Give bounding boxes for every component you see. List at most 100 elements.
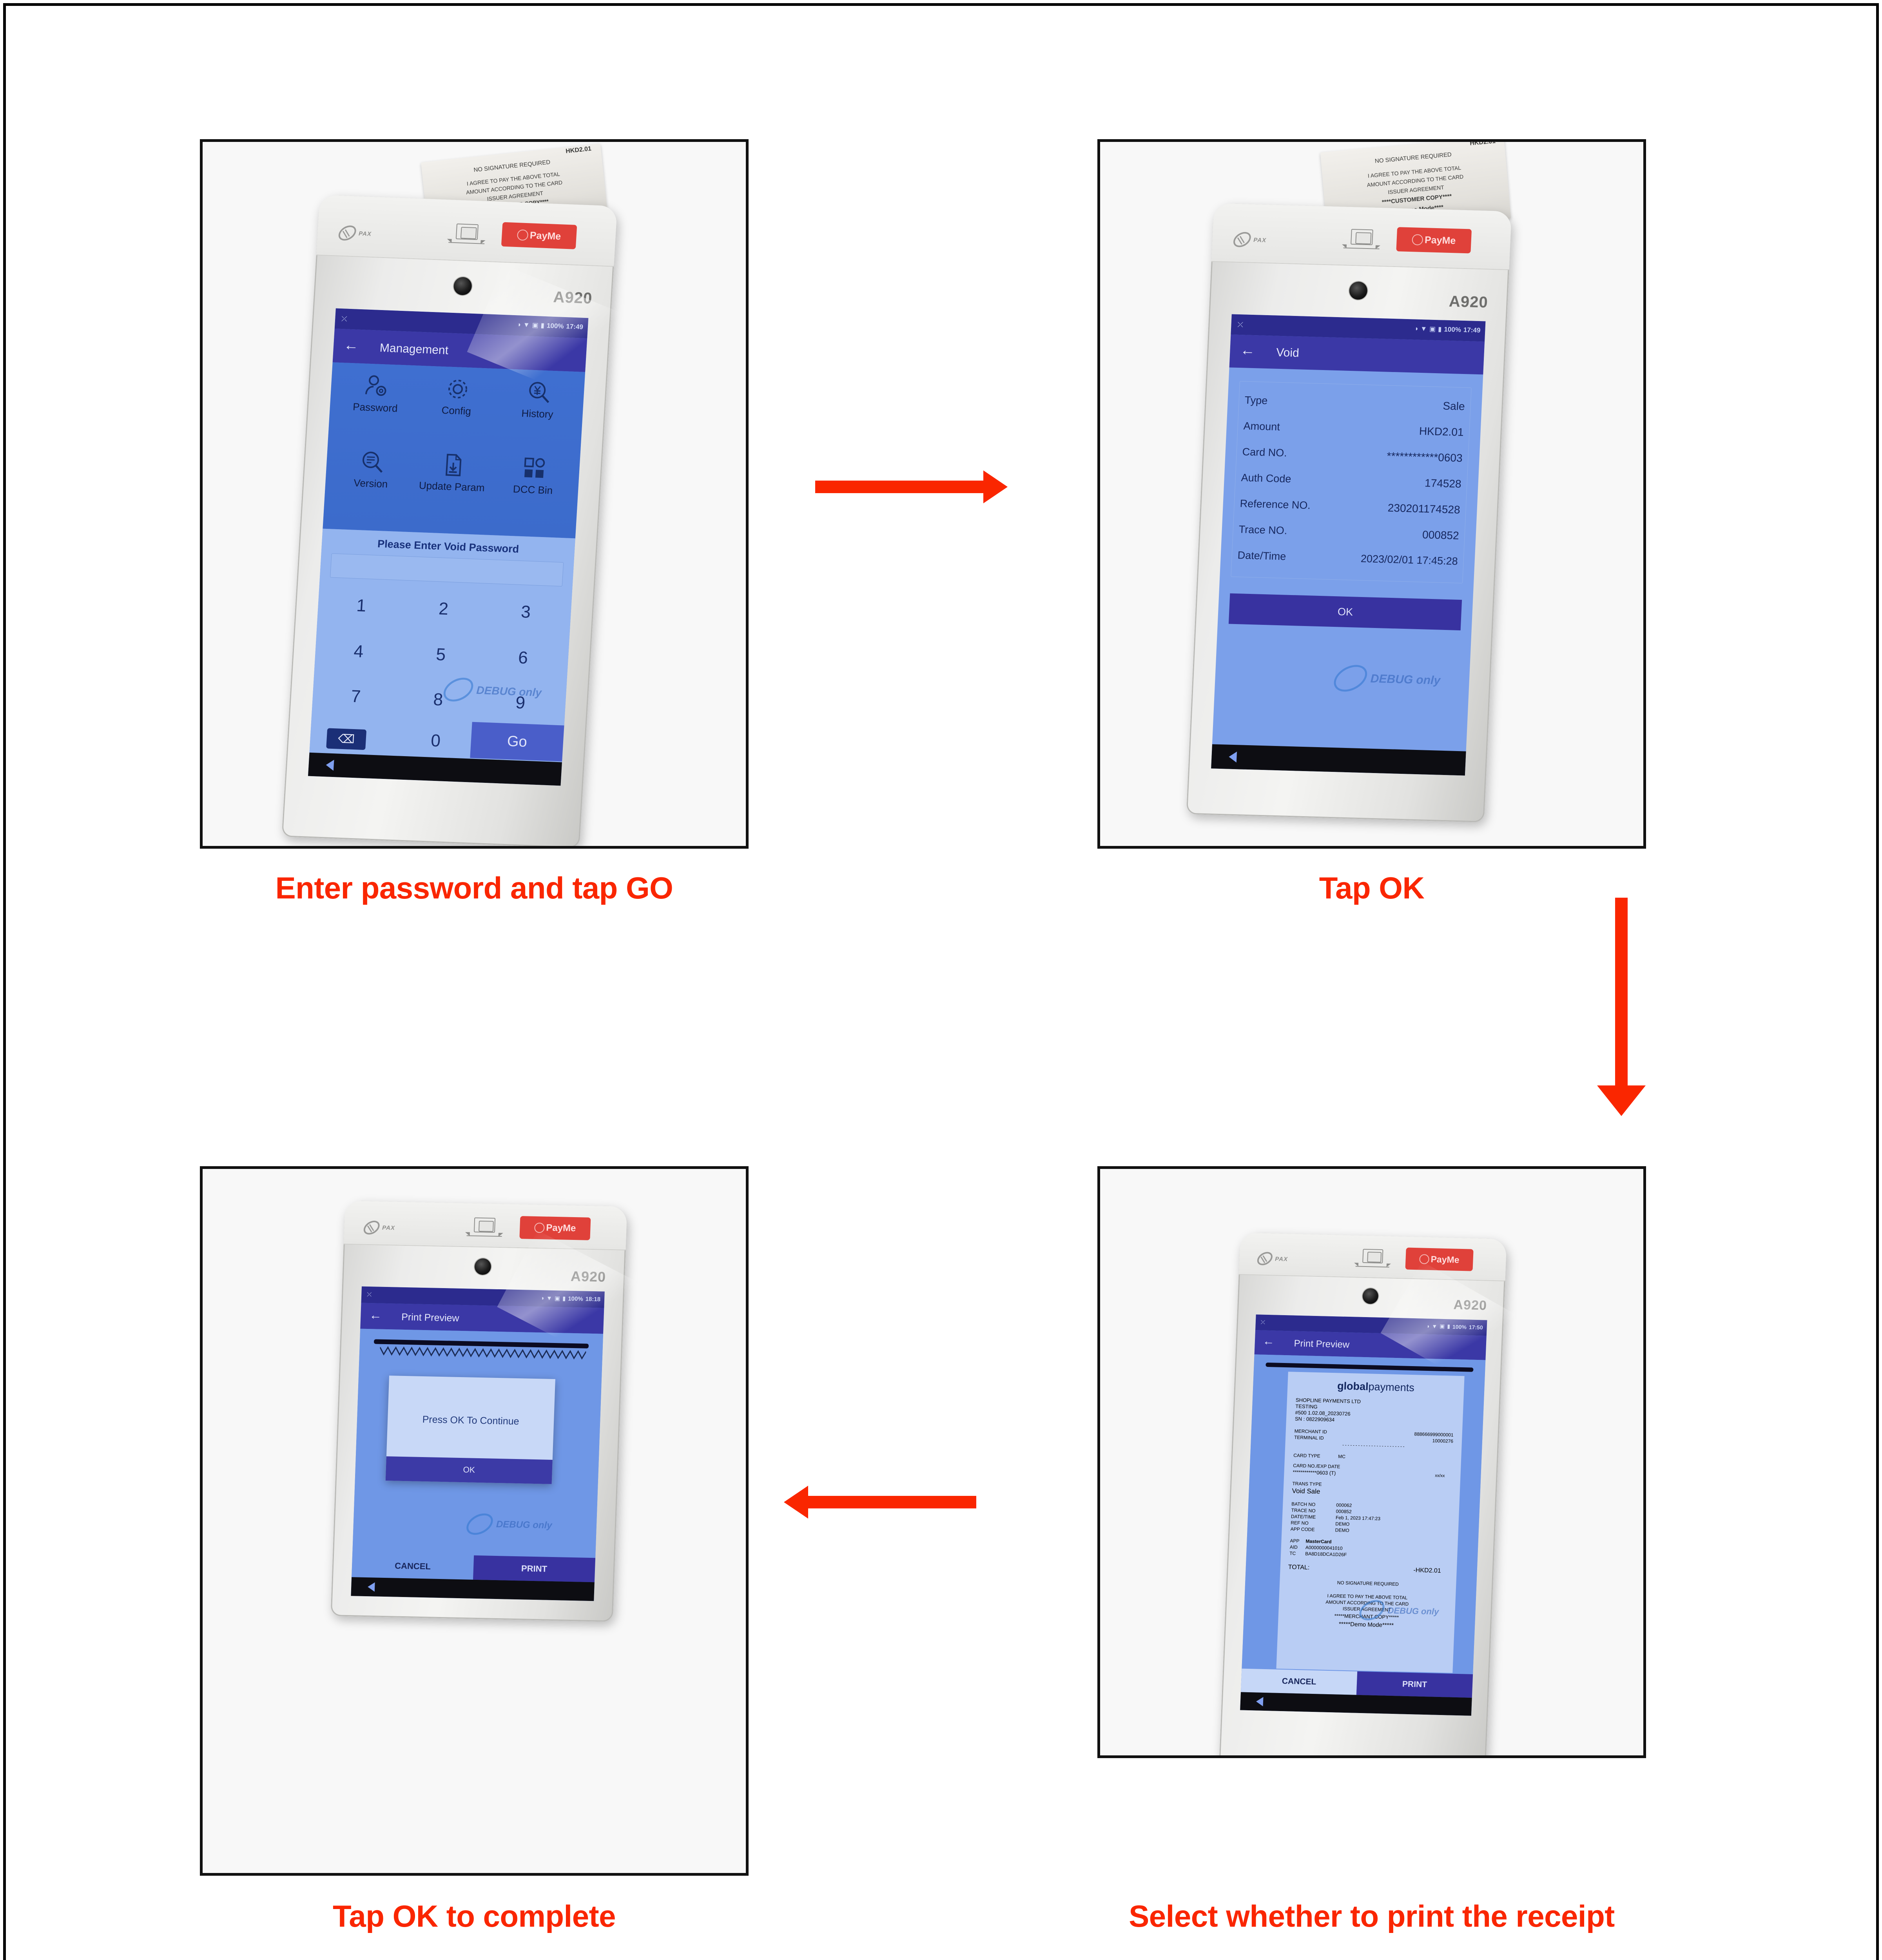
step-1-screen: ⤫ ◑ ▼ ▣ ▮ 100% 17:49 ← Management bbox=[308, 308, 589, 786]
back-arrow-icon[interactable]: ← bbox=[1262, 1334, 1275, 1348]
menu-item-history[interactable]: History bbox=[499, 378, 578, 421]
receipt-batch-no-key: BATCH NO bbox=[1291, 1501, 1316, 1508]
sim-icon: ▣ bbox=[532, 321, 539, 329]
password-input[interactable] bbox=[330, 553, 564, 587]
print-button[interactable]: PRINT bbox=[1356, 1671, 1473, 1698]
key-0[interactable]: 0 bbox=[430, 731, 441, 751]
menu-item-password[interactable]: Password bbox=[337, 372, 415, 415]
user-settings-icon bbox=[363, 373, 390, 399]
receipt-no-signature: NO SIGNATURE REQUIRED bbox=[1337, 1580, 1399, 1587]
brightness-icon: ◑ bbox=[1426, 1323, 1430, 1329]
step-4: PAX PayMe A920 ⤫ bbox=[200, 1166, 749, 1958]
back-arrow-icon[interactable]: ← bbox=[369, 1308, 383, 1322]
receipt-header-3: SN : 0822909634 bbox=[1295, 1416, 1335, 1423]
void-row: Reference NO. 230201174528 bbox=[1234, 497, 1466, 523]
battery-icon: ▮ bbox=[1447, 1323, 1450, 1330]
back-nav-icon[interactable] bbox=[325, 759, 334, 771]
key-8[interactable]: 8 bbox=[433, 690, 444, 710]
key-4[interactable]: 4 bbox=[353, 641, 364, 661]
version-list-icon bbox=[359, 449, 385, 475]
arrow-step2-to-step3 bbox=[1597, 898, 1646, 1116]
payme-label: PayMe bbox=[529, 229, 562, 242]
status-time: 17:49 bbox=[1463, 326, 1481, 334]
step-3-caption: Select whether to print the receipt bbox=[1129, 1899, 1615, 1933]
void-key-date-time: Date/Time bbox=[1237, 549, 1287, 563]
debug-watermark: DEBUG only bbox=[462, 1509, 552, 1539]
step-3: PAX PayMe A920 ⤫ bbox=[1097, 1166, 1646, 1958]
sim-icon: ▣ bbox=[554, 1295, 560, 1302]
pos-terminal: PAX PayMe A920 ⤫ bbox=[1218, 1232, 1521, 1755]
arrow-shaft bbox=[815, 481, 984, 493]
battery-level: 100% bbox=[1452, 1323, 1467, 1330]
menu-item-version[interactable]: Version bbox=[332, 448, 411, 491]
grid-icon bbox=[521, 455, 548, 481]
status-time: 17:50 bbox=[1469, 1323, 1483, 1330]
void-key-reference-no: Reference NO. bbox=[1240, 497, 1311, 512]
receipt-exp-value: xx/xx bbox=[1435, 1473, 1445, 1479]
device-top-bezel: PAX PayMe bbox=[343, 1200, 627, 1250]
printer-paper-icon bbox=[444, 223, 489, 249]
dialog-ok-button[interactable]: OK bbox=[385, 1456, 553, 1484]
receipt-trace-no-key: TRACE NO bbox=[1291, 1507, 1316, 1514]
back-nav-icon[interactable] bbox=[367, 1582, 375, 1592]
pax-ellipse-icon bbox=[1231, 229, 1254, 250]
device-model-label: A920 bbox=[1453, 1297, 1487, 1313]
menu-item-update-param[interactable]: Update Param bbox=[413, 451, 492, 494]
receipt-total-key: TOTAL: bbox=[1288, 1564, 1310, 1571]
back-arrow-icon[interactable]: ← bbox=[1240, 342, 1256, 359]
brightness-icon: ◑ bbox=[516, 321, 521, 328]
app-bar: ← Void bbox=[1229, 334, 1485, 375]
camera-lens bbox=[453, 277, 472, 296]
arrow-shaft bbox=[1615, 898, 1628, 1086]
key-9[interactable]: 9 bbox=[515, 693, 526, 713]
arrow-step3-to-step4 bbox=[784, 1486, 976, 1519]
receipt-preview: globalpayments SHOPLINE PAYMENTS LTD TES… bbox=[1276, 1372, 1465, 1673]
ok-button[interactable]: OK bbox=[1228, 593, 1462, 631]
step-3-photo: PAX PayMe A920 ⤫ bbox=[1097, 1166, 1646, 1758]
void-key-trace-no: Trace NO. bbox=[1238, 523, 1288, 537]
wifi-icon: ▼ bbox=[1420, 325, 1427, 333]
key-6[interactable]: 6 bbox=[517, 648, 529, 668]
void-value-auth-code: 174528 bbox=[1424, 477, 1462, 490]
device-model-label: A920 bbox=[1449, 292, 1489, 311]
key-2[interactable]: 2 bbox=[438, 599, 449, 619]
void-row: Trace NO. 000852 bbox=[1233, 523, 1465, 548]
battery-level: 100% bbox=[1444, 325, 1461, 334]
step-2-caption: Tap OK bbox=[1319, 871, 1425, 905]
management-menu: Password Config History bbox=[323, 362, 586, 539]
payme-p-icon bbox=[534, 1222, 545, 1233]
void-row: Date/Time 2023/02/01 17:45:28 bbox=[1231, 549, 1463, 574]
print-button[interactable]: PRINT bbox=[473, 1555, 596, 1583]
print-preview-body: globalpayments SHOPLINE PAYMENTS LTD TES… bbox=[1240, 1354, 1486, 1698]
key-1[interactable]: 1 bbox=[356, 596, 367, 615]
step-4-screen: ⤫ ◑ ▼ ▣ ▮ 100% 18:18 ← Print Preview bbox=[351, 1286, 605, 1601]
void-row: Auth Code 174528 bbox=[1235, 472, 1467, 497]
back-nav-icon[interactable] bbox=[1256, 1697, 1264, 1706]
arrow-head-left-icon bbox=[784, 1486, 808, 1519]
battery-level: 100% bbox=[546, 322, 564, 330]
receipt-card-type-key: CARD TYPE bbox=[1293, 1452, 1321, 1459]
camera-lens bbox=[1362, 1288, 1379, 1304]
brightness-icon: ◑ bbox=[540, 1294, 544, 1301]
app-bar-title: Print Preview bbox=[401, 1311, 460, 1324]
go-button[interactable]: Go bbox=[470, 722, 564, 762]
pax-ellipse-icon bbox=[1255, 1249, 1275, 1268]
delete-key[interactable]: ⌫ bbox=[326, 728, 367, 750]
press-ok-dialog: Press OK To Continue OK bbox=[385, 1376, 555, 1484]
logo-bold-text: global bbox=[1337, 1380, 1369, 1393]
receipt-emv-aid-value: A0000000041010 bbox=[1305, 1544, 1343, 1551]
step-3-screen: ⤫ ◑ ▼ ▣ ▮ 100% 17:50 ← Print Preview bbox=[1240, 1314, 1487, 1716]
cancel-button[interactable]: CANCEL bbox=[1240, 1668, 1358, 1695]
back-nav-icon[interactable] bbox=[1228, 751, 1237, 763]
menu-item-config[interactable]: Config bbox=[418, 375, 497, 418]
void-password-keypad: Please Enter Void Password 1 2 3 4 5 6 7… bbox=[309, 528, 575, 762]
payme-p-icon bbox=[1412, 234, 1423, 245]
key-5[interactable]: 5 bbox=[435, 644, 446, 664]
key-3[interactable]: 3 bbox=[520, 602, 531, 622]
printer-paper-icon bbox=[463, 1217, 505, 1241]
cancel-button[interactable]: CANCEL bbox=[394, 1561, 431, 1572]
menu-item-dcc-bin[interactable]: DCC Bin bbox=[494, 454, 573, 497]
key-7[interactable]: 7 bbox=[350, 686, 361, 706]
payme-badge: PayMe bbox=[519, 1216, 591, 1240]
back-arrow-icon[interactable]: ← bbox=[343, 337, 359, 354]
